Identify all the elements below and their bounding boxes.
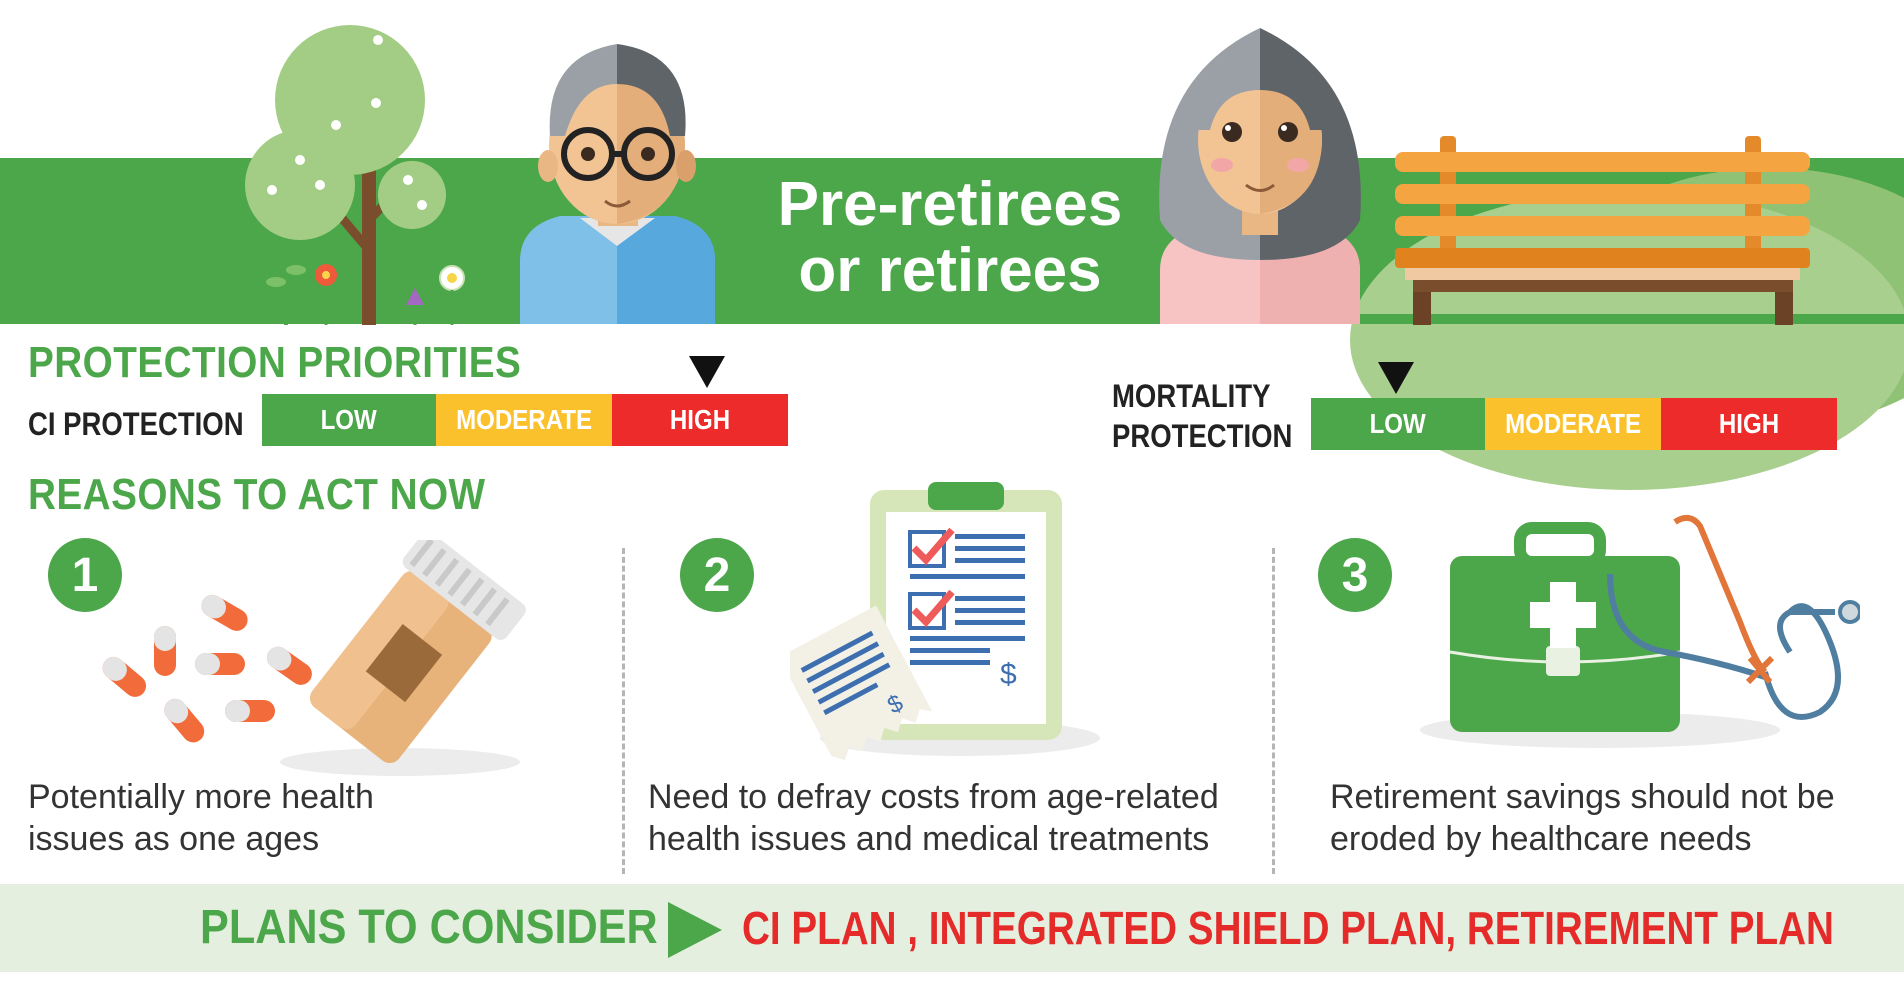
mortality-label-line-2: PROTECTION bbox=[1112, 418, 1293, 454]
reason-text-line: Retirement savings should not be bbox=[1330, 778, 1835, 816]
reasons-heading: REASONS TO ACT NOW bbox=[28, 470, 486, 519]
plans-bar bbox=[0, 884, 1904, 972]
elderly-woman-icon bbox=[1159, 28, 1361, 324]
park-bench-icon bbox=[1395, 136, 1810, 325]
protection-priorities-heading: PROTECTION PRIORITIES bbox=[28, 338, 522, 387]
reason-text-line: issues as one ages bbox=[28, 820, 320, 858]
reason-text-line: eroded by healthcare needs bbox=[1330, 820, 1752, 858]
mortality-level-low: LOW bbox=[1311, 398, 1485, 450]
reason-number-badge: 1 bbox=[48, 538, 122, 612]
mortality-protection-scale: LOW MODERATE HIGH bbox=[1311, 398, 1837, 450]
reason-number-badge: 2 bbox=[680, 538, 754, 612]
mortality-protection-label: MORTALITY PROTECTION bbox=[1112, 376, 1292, 456]
ci-level-pointer-icon bbox=[689, 356, 725, 388]
mortality-label-line-1: MORTALITY bbox=[1112, 378, 1271, 414]
title-line-1: Pre-retirees bbox=[777, 170, 1123, 239]
reason-text: Potentially more health issues as one ag… bbox=[28, 776, 374, 860]
title-line-2: or retirees bbox=[798, 236, 1102, 305]
ci-protection-scale: LOW MODERATE HIGH bbox=[262, 394, 788, 446]
reason-text-line: health issues and medical treatments bbox=[648, 820, 1210, 858]
ci-level-high: HIGH bbox=[612, 394, 788, 446]
mortality-level-moderate: MODERATE bbox=[1485, 398, 1661, 450]
reason-text: Need to defray costs from age-related he… bbox=[648, 776, 1219, 860]
pills-bottle-icon bbox=[102, 540, 526, 776]
plans-list: CI PLAN , INTEGRATED SHIELD PLAN, RETIRE… bbox=[742, 902, 1834, 954]
park-grass bbox=[1350, 314, 1904, 324]
plans-to-consider-label: PLANS TO CONSIDER bbox=[200, 901, 658, 954]
reason-divider bbox=[622, 548, 625, 874]
reason-number-badge: 3 bbox=[1318, 538, 1392, 612]
reason-text: Retirement savings should not be eroded … bbox=[1330, 776, 1835, 860]
play-arrow-icon bbox=[668, 902, 722, 958]
reason-text-line: Need to defray costs from age-related bbox=[648, 778, 1219, 816]
elderly-man-icon bbox=[520, 44, 715, 324]
page-title: Pre-retirees or retirees bbox=[740, 172, 1160, 304]
ci-level-moderate: MODERATE bbox=[436, 394, 612, 446]
reason-text-line: Potentially more health bbox=[28, 778, 374, 816]
reason-divider bbox=[1272, 548, 1275, 874]
ci-protection-label: CI PROTECTION bbox=[28, 406, 244, 442]
tree-flowers-icon bbox=[245, 25, 465, 325]
clipboard-bill-icon: $ $ bbox=[790, 482, 1100, 761]
medical-kit-stethoscope-icon bbox=[1420, 514, 1860, 748]
svg-text:$: $ bbox=[1000, 658, 1017, 691]
ci-level-low: LOW bbox=[262, 394, 436, 446]
mortality-level-pointer-icon bbox=[1378, 362, 1414, 394]
mortality-level-high: HIGH bbox=[1661, 398, 1837, 450]
